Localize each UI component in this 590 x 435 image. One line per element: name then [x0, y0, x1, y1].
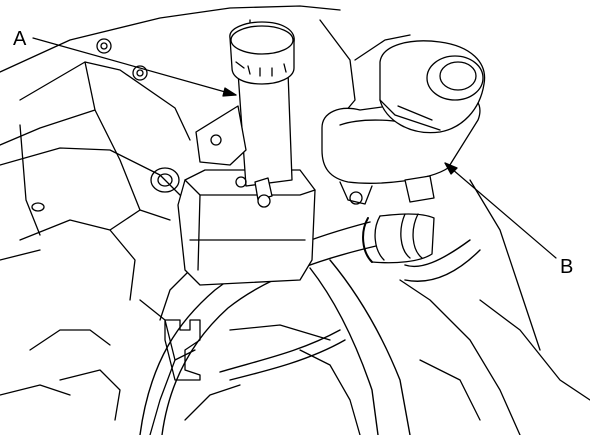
- bolt-icon: [132, 65, 148, 81]
- bolt-icon: [96, 38, 112, 54]
- callout-label-b: B: [560, 256, 574, 278]
- mounting-clip: [164, 319, 201, 381]
- callout-label-a: A: [13, 28, 27, 50]
- leader-line-b: [444, 162, 557, 259]
- hose-clamp-icon: [362, 213, 435, 264]
- leader-line-a: [32, 37, 237, 97]
- engine-bay-structure: [0, 5, 590, 435]
- reservoir-b: [321, 40, 486, 205]
- hose-lines: [139, 221, 481, 435]
- reservoir-a: [177, 21, 316, 286]
- grommet-icon: [150, 167, 180, 193]
